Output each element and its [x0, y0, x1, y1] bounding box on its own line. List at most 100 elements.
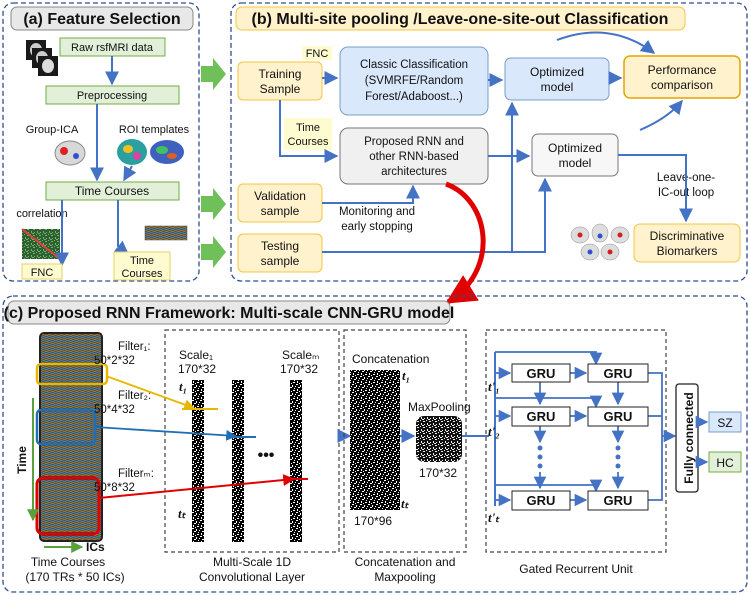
ica-brain-icon	[54, 140, 86, 166]
arrow-roi-tc	[123, 165, 137, 182]
concat-feature-map	[350, 370, 400, 510]
filter-2-line1: Filter₂:	[118, 390, 151, 402]
filter-m-line1: Filterₘ:	[118, 468, 154, 480]
biomarker-brain-icons	[570, 223, 630, 261]
group-ica-label: Group-ICA	[26, 124, 79, 136]
gru-t1-label: t'₁	[488, 379, 500, 394]
testing-line1: Testing	[261, 239, 299, 253]
filter-2-line2: 50*4*32	[94, 404, 135, 416]
gru-cell-T-1	[511, 490, 571, 511]
filter-2-arrow	[94, 426, 238, 441]
conv-layer-box	[164, 329, 340, 553]
fnc-box	[21, 263, 63, 280]
panel-b-arrows	[279, 31, 693, 253]
performance-line1: Performance	[648, 63, 717, 77]
fnc-tag-label: FNC	[306, 48, 329, 60]
gru-tT-label: t'ₜ	[488, 510, 500, 525]
feature-map-1	[192, 380, 204, 542]
biomarkers-line2: Biomarkers	[657, 244, 718, 258]
performance-box	[623, 55, 741, 99]
filter-1-line1: Filter₁:	[118, 341, 151, 353]
classic-line2: (SVMRFE/Random	[365, 75, 463, 87]
monitoring-line1: Monitoring and	[339, 206, 415, 218]
proposed-line1: Proposed RNN and	[364, 136, 464, 148]
time-courses-box	[45, 181, 180, 201]
concat-t1-label: t₁	[402, 368, 410, 383]
time-courses-caption-line2: (170 TRs * 50 ICs)	[25, 570, 124, 584]
preprocessing-box	[45, 85, 180, 105]
preprocessing-label: Preprocessing	[77, 90, 147, 102]
red-link-arrow	[445, 181, 486, 305]
gru-cell-2-2-label: GRU	[604, 409, 633, 424]
filter-1-arrow	[105, 375, 196, 410]
gru-cell-2-1-label: GRU	[527, 409, 556, 424]
fully-connected-label: Fully connected	[682, 392, 696, 483]
time-courses-thumb	[144, 225, 188, 241]
green-transfer-arrows	[201, 58, 226, 268]
roi-template-icon	[117, 139, 184, 165]
scale-1-dim: 170*32	[178, 362, 216, 376]
concat-caption-line1: Concatenation and	[355, 555, 456, 569]
panel-c-title: (c) Proposed RNN Framework: Multi-scale …	[4, 305, 455, 322]
gru-cell-1-2-label: GRU	[604, 366, 633, 381]
optimized-model-1-line2: model	[541, 80, 574, 94]
validation-line2: sample	[261, 204, 300, 218]
maxpooling-label: MaxPooling	[408, 400, 471, 414]
proposed-line3: architectures	[381, 166, 447, 178]
fnc-tag	[302, 46, 332, 60]
proposed-line2: other RNN-based	[369, 151, 458, 163]
time-courses-out-line1: Time	[130, 255, 154, 267]
gru-cell-1-1	[511, 363, 571, 383]
fnc-label: FNC	[31, 267, 54, 279]
gru-cell-1-2	[587, 363, 649, 383]
sz-output-box	[708, 411, 742, 433]
panel-a: (a) Feature Selection Raw rsfMRI data Pr…	[2, 2, 200, 282]
gru-cell-2-2	[587, 406, 649, 427]
filter-m-arrow	[98, 474, 296, 499]
validation-line1: Validation	[254, 189, 306, 203]
optimized-model-2-line1: Optimized	[548, 141, 602, 155]
filter-1-line2: 50*2*32	[94, 355, 135, 367]
ics-axis-label: ICs	[86, 540, 105, 554]
gru-cell-2-1	[511, 406, 571, 427]
panel-b: (b) Multi-site pooling /Leave-one-site-o…	[230, 2, 748, 305]
panel-c: (c) Proposed RNN Framework: Multi-scale …	[2, 295, 748, 593]
time-axis-label: Time	[15, 446, 29, 474]
time-courses-tag-line1: Time	[296, 122, 320, 134]
concatenation-label: Concatenation	[352, 352, 429, 366]
concat-box	[343, 329, 467, 553]
optimized-model-1-line1: Optimized	[530, 65, 584, 79]
correlation-label: correlation	[16, 208, 67, 220]
pooled-feature-map	[416, 416, 462, 462]
panel-b-title-box	[235, 6, 686, 31]
scale-m-label: Scaleₘ	[282, 348, 320, 362]
scale-1-label: Scale₁	[179, 348, 213, 362]
hc-output-box	[708, 451, 742, 473]
gru-dots	[537, 445, 621, 469]
concat-dim-label: 170*96	[354, 514, 392, 528]
time-courses-caption-line1: Time Courses	[31, 555, 105, 569]
gru-cell-1-1-label: GRU	[527, 366, 556, 381]
classic-line1: Classic Classification	[360, 59, 468, 71]
time-courses-out-box	[113, 251, 171, 281]
concat-caption-line2: Maxpooling	[374, 570, 435, 584]
filter-m-window	[35, 476, 101, 536]
panel-a-title-box	[10, 6, 194, 31]
gru-t2-label: t'₂	[488, 424, 500, 439]
concat-tT-label: tₜ	[401, 496, 410, 511]
conv-ellipsis: •••	[258, 447, 275, 464]
panel-a-title: (a) Feature Selection	[23, 11, 180, 28]
conv-tT-label: tₜ	[178, 506, 187, 521]
roi-templates-label: ROI templates	[119, 124, 190, 136]
raw-data-label: Raw rsfMRI data	[71, 42, 154, 54]
time-courses-out-line2: Courses	[122, 268, 163, 280]
testing-line2: sample	[261, 254, 300, 268]
training-sample-line2: Sample	[260, 82, 301, 96]
gru-box	[485, 329, 667, 553]
classic-line3: Forest/Adaboost...)	[365, 91, 463, 103]
panel-c-title-box	[7, 300, 451, 325]
gru-cell-T-2	[587, 490, 649, 511]
filter-m-line2: 50*8*32	[94, 482, 135, 494]
monitoring-line2: early stopping	[341, 221, 413, 233]
